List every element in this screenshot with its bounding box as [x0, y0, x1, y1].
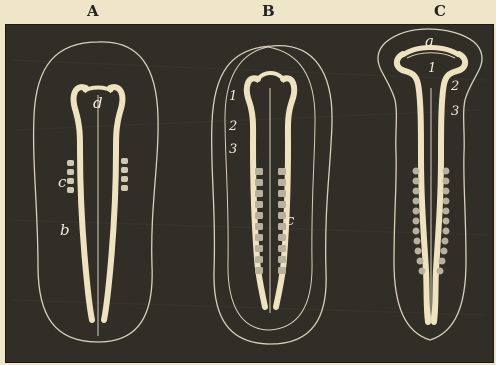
label-b-1: 1: [229, 89, 237, 104]
label-a-d: d: [93, 94, 103, 112]
label-c-1: 1: [428, 61, 436, 76]
label-b-2: 2: [228, 119, 237, 134]
label-b-3: 3: [229, 142, 237, 157]
label-a-c: c: [58, 173, 67, 191]
label-c-a: a: [425, 32, 434, 50]
label-c-2: 2: [450, 79, 459, 94]
label-a-b: b: [60, 221, 70, 239]
label-b-c: c: [286, 211, 295, 229]
label-c-3: 3: [451, 104, 459, 119]
